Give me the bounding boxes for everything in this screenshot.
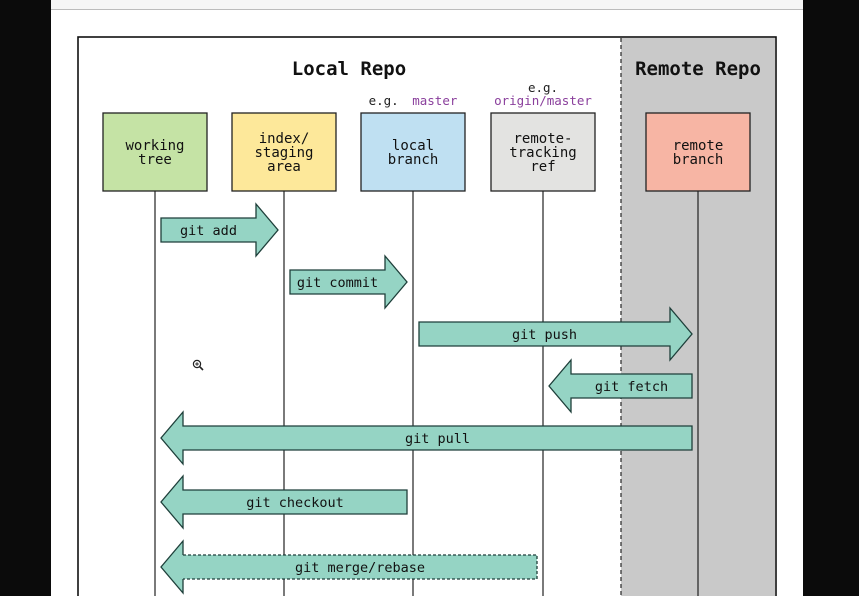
remote-tracking-example-prefix: e.g. [528, 80, 558, 95]
box-label-line: index/ [259, 131, 310, 147]
top-strip [51, 0, 803, 10]
box-label-line: staging [254, 145, 313, 161]
box-label-line: tracking [509, 145, 576, 161]
example-prefix: e.g. [369, 93, 399, 108]
remote-tracking-example-value: origin/master [494, 93, 592, 108]
box-label-line: branch [388, 152, 439, 168]
git-pull-label: git pull [405, 431, 470, 447]
git-push-arrow: git push [418, 306, 693, 362]
git-commit-arrow: git commit [289, 254, 408, 310]
git-add-arrow: git add [160, 202, 279, 258]
git-commit-label: git commit [297, 275, 378, 291]
box-label-line: tree [138, 152, 172, 168]
git-checkout-arrow: git checkout [160, 474, 408, 530]
right-black-bar [803, 0, 859, 596]
git-merge-arrow: git merge/rebase [160, 539, 538, 595]
box-label-line: local [392, 138, 434, 154]
box-label-line: working [125, 138, 184, 154]
git-add-label: git add [180, 223, 237, 239]
box-label-line: branch [673, 152, 724, 168]
remote-repo-title: Remote Repo [635, 58, 761, 80]
git-pull-arrow: git pull [160, 410, 693, 466]
git-fetch-label: git fetch [595, 379, 668, 395]
git-merge-label: git merge/rebase [295, 560, 425, 576]
git-fetch-arrow: git fetch [548, 358, 693, 414]
command-arrows: git add git commit git push git fetch git pu… [160, 202, 693, 595]
local-branch-example: e.g. master [369, 93, 458, 108]
location-boxes: workingtreeindex/stagingarealocalbranchr… [102, 112, 751, 192]
box-label-line: remote [673, 138, 724, 154]
git-push-label: git push [512, 327, 577, 343]
box-label-line: area [267, 159, 301, 175]
box-label-line: ref [530, 159, 555, 175]
lifelines [154, 191, 699, 596]
git-checkout-label: git checkout [246, 495, 344, 511]
zoom-cursor-icon [192, 359, 204, 371]
local-repo-title: Local Repo [292, 58, 406, 80]
left-black-bar [0, 0, 51, 596]
box-label-line: remote- [513, 131, 572, 147]
example-value: master [412, 93, 458, 108]
